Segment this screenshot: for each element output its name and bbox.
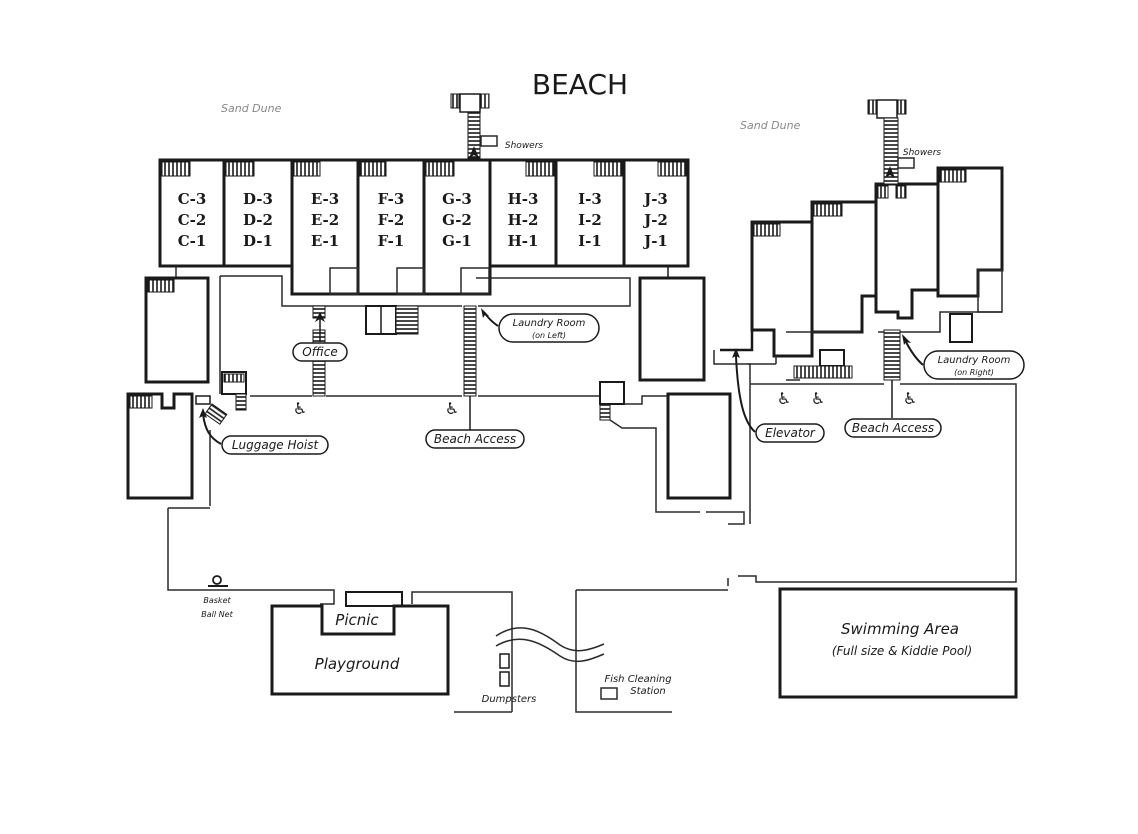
svg-text:Laundry Room: Laundry Room — [938, 355, 1011, 366]
accessible-parking-icon: ♿ — [811, 389, 825, 408]
unit-label: C-3 — [178, 190, 207, 208]
unit-label: C-2 — [178, 211, 207, 229]
sand-dune-label-left: Sand Dune — [221, 102, 282, 115]
beach-title: BEACH — [532, 68, 628, 101]
office-callout[interactable]: Office — [292, 312, 348, 362]
beach-access-right-callout[interactable]: Beach Access — [844, 418, 942, 438]
unit-label: E-1 — [311, 232, 339, 250]
laundry-right-callout[interactable]: Laundry Room (on Right) — [902, 334, 1025, 380]
fish-station-label-1: Fish Cleaning — [604, 674, 671, 685]
svg-text:Laundry Room: Laundry Room — [513, 318, 586, 329]
beach-access-left-callout[interactable]: Beach Access — [425, 429, 525, 449]
basketball-label-1: Basket — [203, 596, 231, 605]
unit-label: F-1 — [378, 232, 405, 250]
unit-label: D-2 — [243, 211, 273, 229]
building-b — [144, 276, 210, 384]
unit-label: H-3 — [508, 190, 539, 208]
unit-label: C-1 — [178, 232, 207, 250]
building-k — [638, 276, 706, 382]
elevator-callout[interactable]: Elevator — [732, 348, 825, 443]
unit-label: F-2 — [378, 211, 405, 229]
picnic-shelter — [345, 591, 403, 607]
main-building — [158, 158, 690, 296]
dumpster-2 — [499, 671, 510, 687]
showers-left-structure — [450, 93, 498, 159]
unit-label: I-2 — [578, 211, 602, 229]
building-l — [666, 392, 732, 500]
swimming-label: Swimming Area — [841, 620, 959, 638]
unit-label: E-3 — [311, 190, 339, 208]
unit-label: G-2 — [442, 211, 472, 229]
swimming-sub-label: (Full size & Kiddie Pool) — [832, 644, 972, 658]
unit-label: D-1 — [243, 232, 273, 250]
luggage-hoist-callout[interactable]: Luggage Hoist — [199, 408, 329, 455]
unit-label: E-2 — [311, 211, 339, 229]
unit-label: D-3 — [243, 190, 273, 208]
accessible-parking-icon: ♿ — [445, 399, 459, 418]
building-j-units[interactable]: J-3J-2J-1 — [642, 190, 668, 250]
left-courtyard — [175, 266, 631, 430]
building-f-units[interactable]: F-3F-2F-1 — [378, 190, 405, 250]
property-boundary-left — [167, 430, 513, 713]
unit-label: J-2 — [642, 211, 668, 229]
building-i-units[interactable]: I-3I-2I-1 — [578, 190, 602, 250]
showers-right-structure — [867, 99, 915, 185]
unit-label: G-1 — [442, 232, 472, 250]
unit-label: F-3 — [378, 190, 405, 208]
building-c-units[interactable]: C-3C-2C-1 — [178, 190, 207, 250]
picnic-label: Picnic — [335, 611, 379, 629]
unit-label: I-3 — [578, 190, 602, 208]
sand-dune-label-right: Sand Dune — [740, 119, 801, 132]
unit-label: H-2 — [508, 211, 539, 229]
showers-left-label: Showers — [505, 141, 544, 151]
unit-label: H-1 — [508, 232, 539, 250]
right-building — [750, 166, 1004, 358]
building-d-units[interactable]: D-3D-2D-1 — [243, 190, 273, 250]
svg-text:Office: Office — [302, 345, 337, 359]
fish-cleaning-station — [600, 687, 618, 700]
showers-right-label: Showers — [903, 148, 942, 158]
svg-text:Beach Access: Beach Access — [852, 421, 934, 435]
building-e-units[interactable]: E-3E-2E-1 — [311, 190, 339, 250]
laundry-left-callout[interactable]: Laundry Room (on Left) — [481, 308, 600, 343]
unit-label: J-3 — [642, 190, 668, 208]
accessible-parking-icon: ♿ — [903, 389, 917, 408]
svg-text:Luggage Hoist: Luggage Hoist — [232, 438, 320, 452]
dumpster-1 — [499, 653, 510, 669]
accessible-parking-icon: ♿ — [293, 399, 307, 418]
svg-text:Beach Access: Beach Access — [434, 432, 516, 446]
building-g-units[interactable]: G-3G-2G-1 — [442, 190, 472, 250]
svg-text:Elevator: Elevator — [765, 426, 816, 440]
building-a — [126, 392, 194, 500]
svg-text:(on Right): (on Right) — [954, 368, 994, 377]
svg-text:(on Left): (on Left) — [532, 331, 566, 340]
basketball-label-2: Ball Net — [201, 610, 233, 619]
building-h-units[interactable]: H-3H-2H-1 — [508, 190, 539, 250]
unit-label: G-3 — [442, 190, 472, 208]
playground-area — [270, 604, 450, 696]
basketball-net-icon — [208, 575, 228, 587]
unit-label: J-1 — [642, 232, 668, 250]
dumpsters-label: Dumpsters — [482, 694, 537, 705]
swimming-area — [778, 587, 1018, 699]
accessible-parking-icon: ♿ — [777, 389, 791, 408]
fish-station-label-2: Station — [630, 686, 666, 697]
playground-label: Playground — [315, 655, 400, 673]
unit-label: I-1 — [578, 232, 602, 250]
